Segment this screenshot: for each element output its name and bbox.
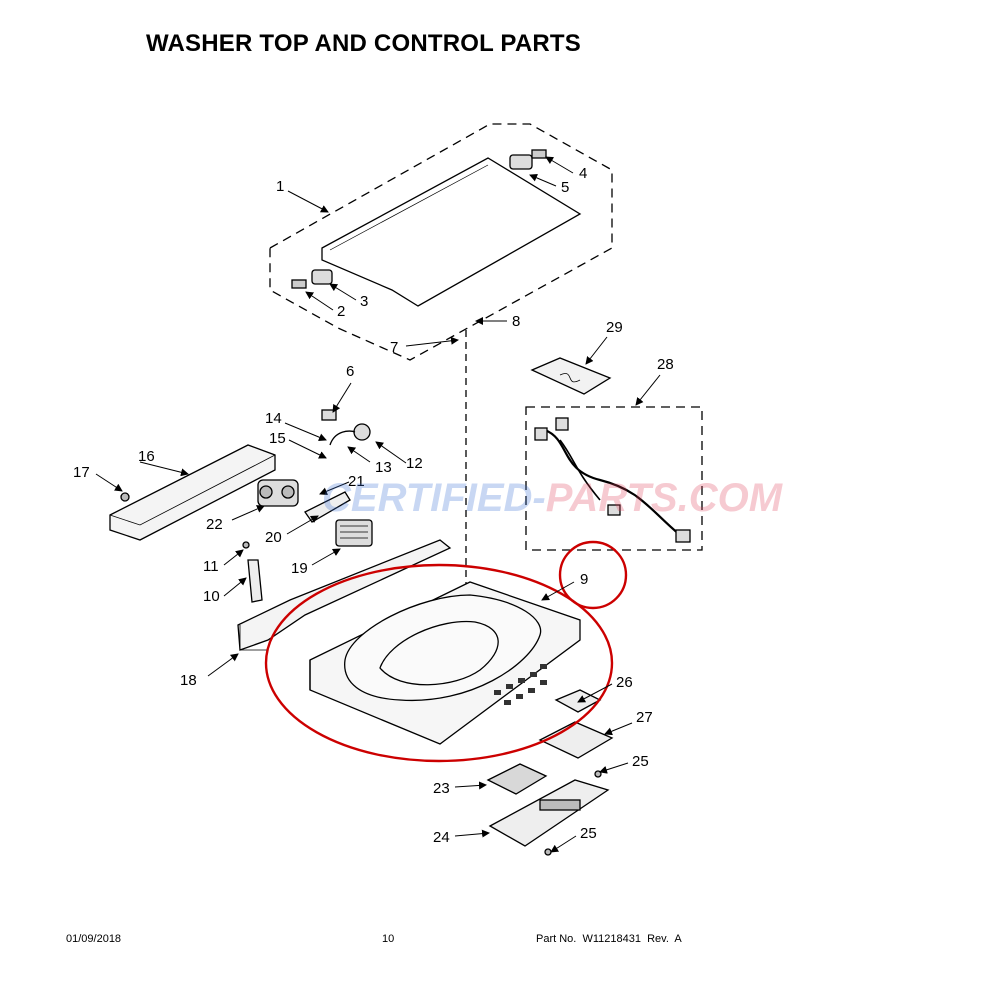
dispenser-hose — [304, 491, 351, 523]
lid-hinge-left — [291, 269, 333, 289]
watermark-right: PARTS.COM — [546, 476, 784, 520]
lid-glass-inner — [329, 164, 489, 251]
callout-26: 26 — [616, 674, 633, 691]
control-board — [488, 779, 610, 847]
leader-lines — [95, 156, 661, 853]
lid-glass — [321, 157, 582, 307]
callout-24: 24 — [433, 829, 450, 846]
callout-13: 13 — [375, 459, 392, 476]
knob — [486, 763, 548, 795]
callout-18: 18 — [180, 672, 197, 689]
callout-27: 27 — [636, 709, 653, 726]
highlight-top-ellipse — [264, 563, 614, 763]
harness-assembly — [525, 357, 703, 551]
callout-6: 6 — [346, 363, 354, 380]
footer-page-number: 10 — [382, 933, 395, 945]
callout-labels: 1 2 3 4 5 6 7 8 9 10 11 12 13 14 15 16 1… — [73, 165, 674, 846]
callout-10: 10 — [203, 588, 220, 605]
wire-harness — [544, 428, 681, 536]
callout-29: 29 — [606, 319, 623, 336]
callout-11: 11 — [203, 558, 219, 575]
callout-21: 21 — [348, 473, 365, 490]
callout-14: 14 — [265, 410, 282, 427]
pressure-switch — [321, 409, 371, 446]
callout-3: 3 — [360, 293, 368, 310]
insulator-pad — [530, 357, 612, 395]
callout-5: 5 — [561, 179, 569, 196]
callout-20: 20 — [265, 529, 282, 546]
lid-hinge-right — [509, 149, 547, 170]
callout-19: 19 — [291, 560, 308, 577]
callout-4: 4 — [579, 165, 587, 182]
footer-date: 01/09/2018 — [66, 933, 122, 945]
highlight-circles — [264, 540, 628, 763]
callout-8: 8 — [512, 313, 520, 330]
watermark: CERTIFIED-PARTS.COM — [322, 476, 784, 520]
watermark-left: CERTIFIED- — [322, 476, 546, 520]
control-board-bracket — [538, 721, 614, 759]
callout-25-upper: 25 — [632, 753, 649, 770]
callout-12: 12 — [406, 455, 423, 472]
water-valve — [257, 479, 299, 507]
lid-group-dashed-outline — [269, 123, 613, 361]
callout-16: 16 — [138, 448, 155, 465]
callout-7: 7 — [390, 339, 398, 356]
lid-assembly — [269, 123, 613, 361]
tub-opening — [344, 594, 542, 702]
sensor-bracket — [335, 519, 373, 547]
callout-1: 1 — [276, 178, 284, 195]
callout-9: 9 — [580, 571, 588, 588]
footer-part-number: Part No. W11218431 Rev. A — [536, 933, 682, 945]
callout-23: 23 — [433, 780, 450, 797]
callout-25-lower: 25 — [580, 825, 597, 842]
callout-17: 17 — [73, 464, 90, 481]
highlight-callout-circle — [558, 540, 628, 610]
control-buttons-grid — [494, 664, 547, 705]
callout-15: 15 — [269, 430, 286, 447]
diagram-title: WASHER TOP AND CONTROL PARTS — [146, 30, 581, 57]
console-cover — [109, 444, 276, 541]
washer-top — [309, 581, 614, 856]
callout-2: 2 — [337, 303, 345, 320]
callout-28: 28 — [657, 356, 674, 373]
callout-22: 22 — [206, 516, 223, 533]
lid-lock-bracket — [242, 541, 263, 603]
